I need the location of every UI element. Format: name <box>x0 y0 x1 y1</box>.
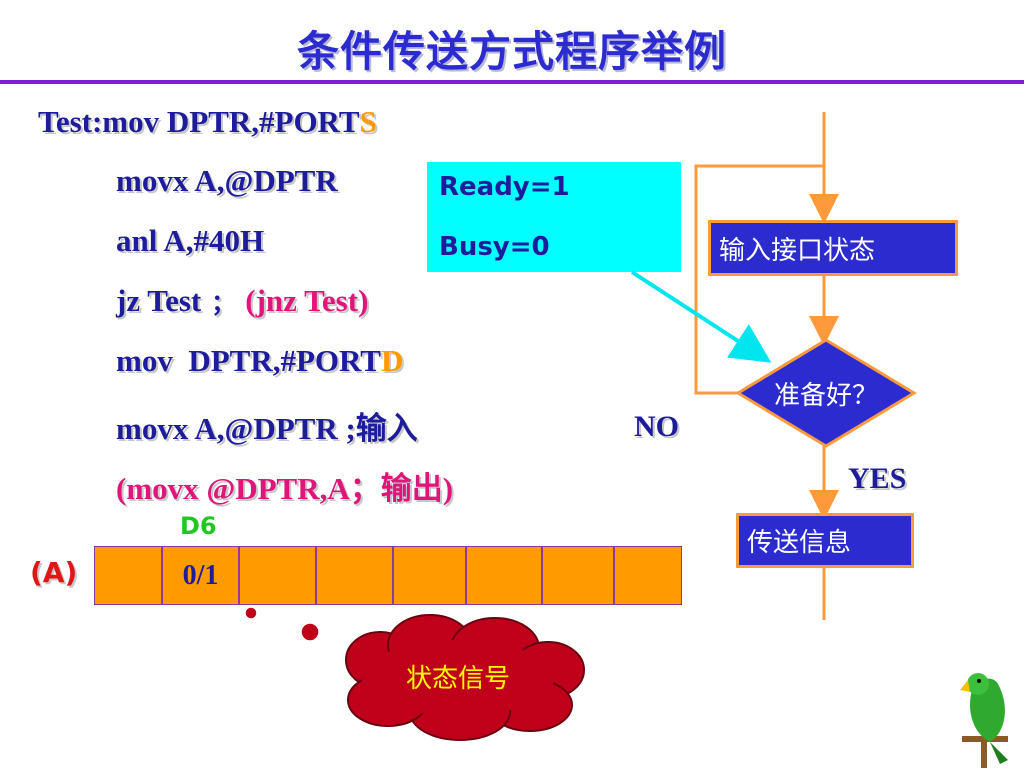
code-line-6: movx A,@DPTR ;输入 <box>116 411 418 446</box>
register-cell <box>542 546 614 605</box>
code-line-3: anl A,#40H <box>116 223 265 258</box>
status-note-box: Ready=1 Busy=0 <box>427 162 681 272</box>
bit-d6-label: D6 <box>180 512 217 540</box>
decision-label: 准备好？ <box>773 381 878 411</box>
bit-d6-value: 0/1 <box>182 559 219 591</box>
code-line-2: movx A,@DPTR <box>116 163 338 198</box>
code-line-1-text: Test:mov DPTR,#PORT <box>38 104 360 139</box>
code-line-4-alternative: (jnz Test) <box>245 283 369 318</box>
busy-status: Busy=0 <box>439 232 550 262</box>
title-divider <box>0 80 1024 84</box>
code-line-4-separator: ； <box>211 291 236 317</box>
status-signal-label: 状态信号 <box>405 664 510 694</box>
code-line-1-suffix: S <box>359 104 377 139</box>
code-line-5: mov DPTR,#PORTD <box>116 343 403 379</box>
ready-pointer-arrow <box>630 270 772 363</box>
register-cell <box>614 546 682 605</box>
register-a-label: (A) <box>30 556 78 589</box>
decision-diamond <box>735 338 917 448</box>
register-cell-d6: 0/1 <box>162 546 239 605</box>
register-cell <box>393 546 466 605</box>
yes-label: YES <box>848 462 907 495</box>
ready-status: Ready=1 <box>439 172 570 202</box>
register-cell <box>94 546 162 605</box>
code-line-7: (movx @DPTR,A；输出) <box>116 471 454 506</box>
register-cell <box>239 546 316 605</box>
code-line-4-text: jz Test <box>116 283 202 318</box>
code-line-5-text: mov DPTR,#PORT <box>116 343 381 378</box>
input-status-box: 输入接口状态 <box>708 220 958 276</box>
code-line-5-suffix: D <box>380 343 404 378</box>
transfer-info-box: 传送信息 <box>736 513 914 568</box>
code-line-4: jz Test ； (jnz Test) <box>116 283 368 319</box>
slide-title: 条件传送方式程序举例 <box>296 27 727 76</box>
register-cell <box>316 546 393 605</box>
parrot-icon <box>960 673 1008 768</box>
register-cell <box>466 546 542 605</box>
no-label: NO <box>634 410 679 443</box>
flow-lines <box>694 112 839 620</box>
register-a: 0/1 <box>94 546 682 605</box>
code-line-1: Test:mov DPTR,#PORTS <box>38 104 377 140</box>
thought-bubble-medium <box>244 606 258 620</box>
thought-bubble-large <box>300 622 320 642</box>
status-cloud-shape <box>345 614 585 741</box>
